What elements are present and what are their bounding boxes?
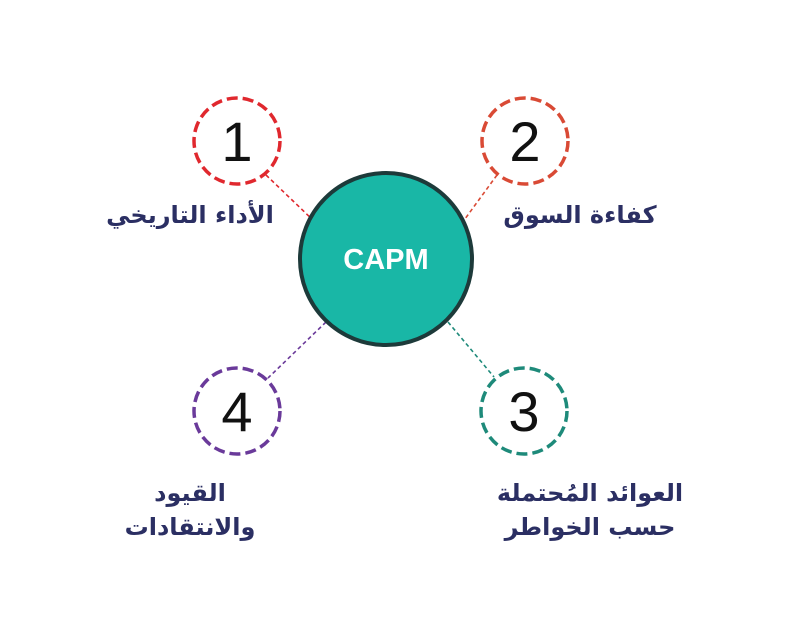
node-4-label-line-2: والانتقادات — [124, 513, 256, 541]
connector-3 — [447, 321, 495, 378]
node-4-label: القيود والانتقادات — [105, 476, 275, 544]
node-2-number: 2 — [509, 110, 540, 173]
node-4-number: 4 — [221, 380, 252, 443]
capm-center-label: CAPM — [343, 244, 428, 276]
node-1-label-line-1: الأداء التاريخي — [106, 201, 274, 229]
node-3-number: 3 — [508, 380, 539, 443]
capm-center-circle — [298, 171, 474, 347]
connector-4 — [267, 321, 327, 379]
node-3-label-line-1: العوائد المُحتملة — [496, 479, 684, 507]
node-3-label-line-2: حسب الخواطر — [504, 513, 676, 541]
node-2-circle — [480, 96, 570, 186]
connector-1 — [265, 174, 317, 224]
node-2-label: كفاءة السوق — [495, 198, 665, 232]
node-1-circle — [192, 96, 282, 186]
node-1-label: الأداء التاريخي — [95, 198, 285, 232]
node-3-label: العوائد المُحتملة حسب الخواطر — [485, 476, 695, 544]
node-2-label-line-1: كفاءة السوق — [503, 201, 657, 229]
connector-2 — [461, 174, 498, 224]
node-3-circle — [479, 366, 569, 456]
node-4-label-line-1: القيود — [154, 479, 226, 507]
node-1-number: 1 — [221, 110, 252, 173]
node-4-circle — [192, 366, 282, 456]
